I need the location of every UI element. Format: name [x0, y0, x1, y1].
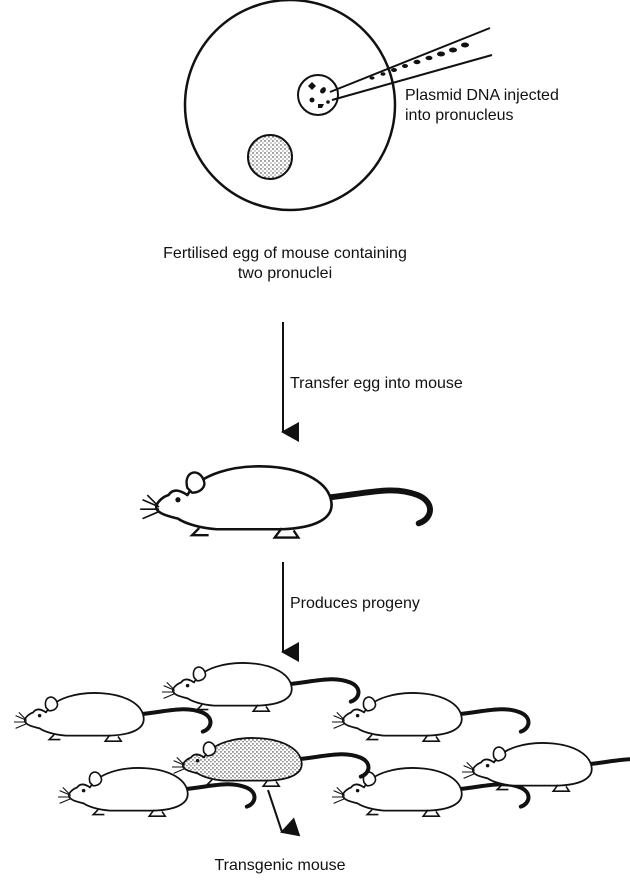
injection-label: Plasmid DNA injected into pronucleus — [405, 86, 559, 126]
progeny-mouse — [14, 693, 211, 741]
pronucleus-icon — [248, 135, 292, 179]
transgenic-mouse-icon — [172, 738, 369, 786]
injection-label-line1: Plasmid DNA injected — [405, 86, 559, 106]
progeny-mouse — [162, 663, 359, 711]
injection-label-line2: into pronucleus — [405, 106, 559, 126]
egg-caption-line2: two pronuclei — [110, 264, 460, 284]
transfer-label: Transfer egg into mouse — [290, 374, 463, 394]
fertilised-egg-icon — [185, 0, 395, 210]
pronucleus-icon — [298, 75, 338, 115]
progeny-label: Produces progeny — [290, 594, 420, 614]
progeny-mouse — [332, 693, 529, 741]
mouse-icon — [140, 466, 430, 537]
transgenic-label: Transgenic mouse — [180, 856, 380, 876]
egg-caption-line1: Fertilised egg of mouse containing — [110, 244, 460, 264]
egg-caption: Fertilised egg of mouse containing two p… — [110, 244, 460, 284]
arrow-transgenic — [268, 790, 282, 832]
